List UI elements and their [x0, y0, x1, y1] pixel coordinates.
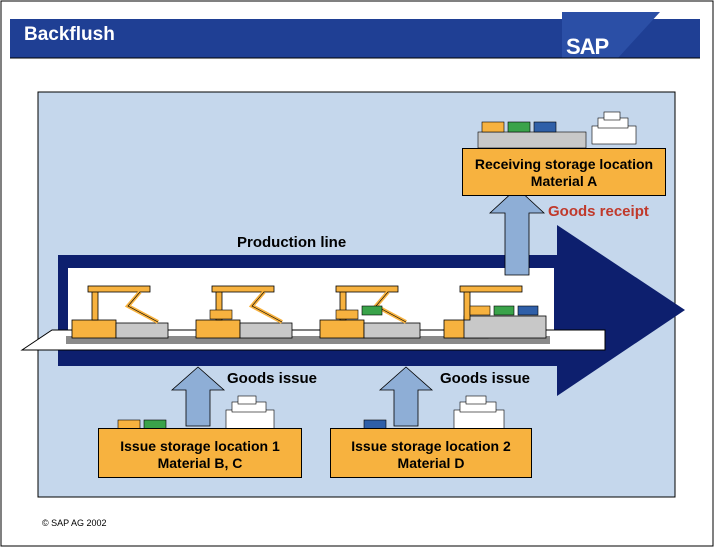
chip-icons-receiving: [477, 121, 587, 149]
header-bar: [10, 10, 700, 58]
goods-issue-label-1: Goods issue: [227, 370, 318, 387]
receiving-storage-location-box: Receiving storage location Material A: [462, 148, 666, 196]
station-4: [443, 285, 547, 339]
copyright-footer: © SAP AG 2002: [42, 518, 107, 528]
goods-issue-label-2: Goods issue: [440, 370, 531, 387]
issue-location-2-line1: Issue storage location 2: [351, 438, 511, 454]
issue-storage-location-1-box: Issue storage location 1 Material B, C: [98, 428, 302, 478]
receiving-location-line2: Material A: [530, 173, 598, 189]
goods-receipt-label: Goods receipt: [548, 203, 649, 220]
stack-icon-receiving: [591, 111, 637, 145]
page-title: Backflush: [24, 24, 115, 45]
issue-location-2-line2: Material D: [397, 455, 465, 471]
station-1: [71, 285, 169, 339]
receiving-location-line1: Receiving storage location: [474, 156, 654, 172]
station-2: [195, 285, 293, 339]
issue-location-1-line2: Material B, C: [157, 455, 243, 471]
goods-issue-arrow-2: [378, 366, 434, 427]
issue-location-1-line1: Issue storage location 1: [120, 438, 280, 454]
goods-issue-arrow-1: [170, 366, 226, 427]
sap-logo-text: SAP: [566, 34, 609, 59]
sap-logo-shape: [562, 12, 660, 58]
station-3: [319, 285, 421, 339]
goods-receipt-arrow: [488, 187, 546, 276]
issue-storage-location-2-box: Issue storage location 2 Material D: [330, 428, 532, 478]
production-line-label: Production line: [237, 234, 347, 251]
